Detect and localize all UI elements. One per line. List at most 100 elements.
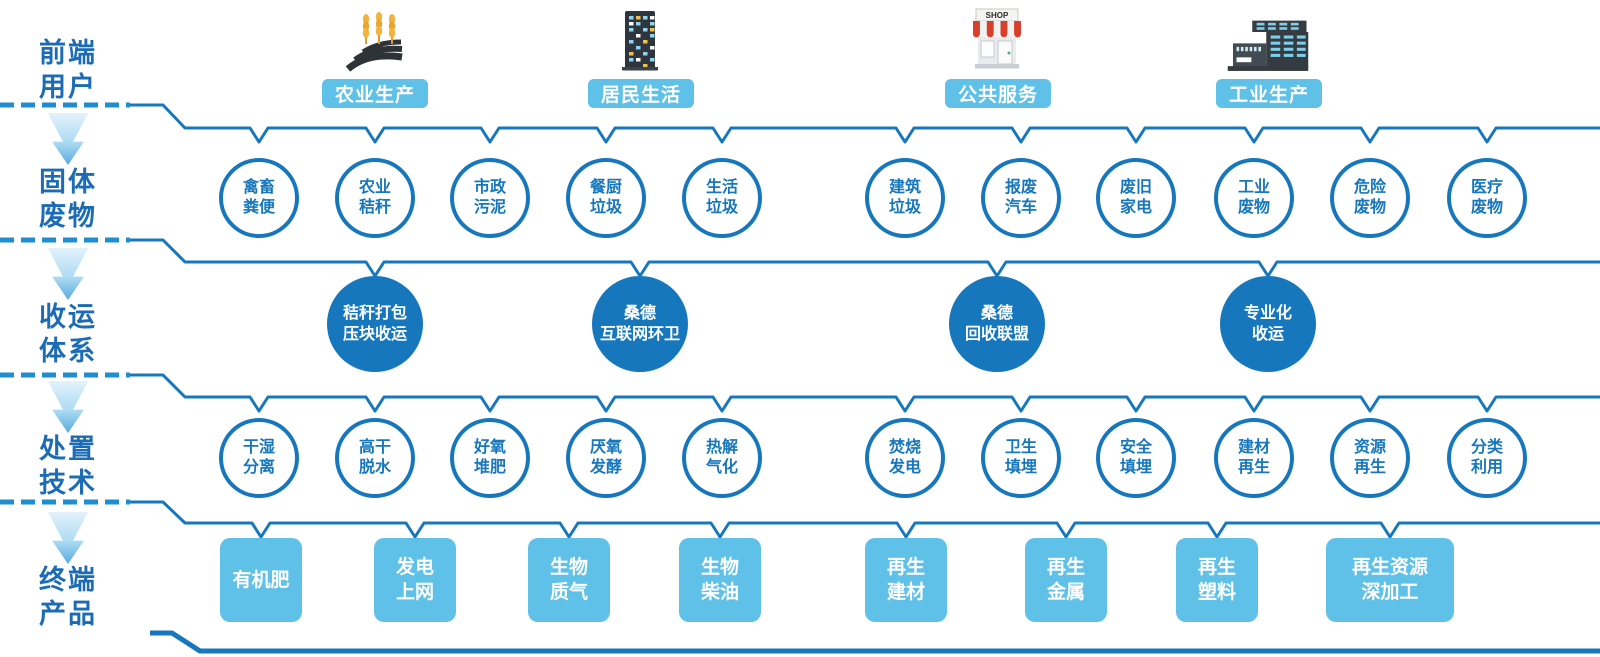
label-line: 干湿 (242, 439, 275, 456)
label-line: 发电 (395, 557, 434, 578)
header-industry: 工业生产 (1216, 79, 1322, 108)
notched-flow-lines (130, 103, 1600, 539)
label-line: 分类 (1470, 439, 1503, 456)
label-line: 农业 (358, 179, 391, 196)
label-line: 废物 (1470, 199, 1503, 216)
product-box-recycled-plastic: 再生塑料 (1176, 538, 1258, 622)
treatment-circle-anaerobic-digestion: 厌氧发酵 (566, 418, 646, 498)
header-label: 公共服务 (957, 85, 1038, 106)
treatment-circle-sorted-utilization: 分类利用 (1447, 418, 1527, 498)
label-line: 产品 (39, 599, 97, 629)
label-line: 柴油 (700, 582, 739, 603)
waste-circle-crop-straw: 农业秸秆 (335, 158, 415, 238)
product-box-organic-fertilizer: 有机肥 (220, 538, 302, 622)
label-line: 工业 (1237, 179, 1270, 196)
waste-circle-scrap-vehicles: 报废汽车 (981, 158, 1061, 238)
waste-circle-medical-waste: 医疗废物 (1447, 158, 1527, 238)
label-line: 废旧 (1119, 179, 1152, 196)
row-label-solid-waste: 固体废物 (16, 165, 120, 233)
label-line: 堆肥 (473, 459, 506, 476)
waste-circle-industrial-waste: 工业废物 (1214, 158, 1294, 238)
row-label-collection: 收运体系 (16, 300, 120, 368)
wheat-stalks (362, 12, 396, 44)
label-line: 餐厨 (589, 179, 622, 196)
label-line: 塑料 (1197, 582, 1236, 603)
label-line: 再生资源 (1351, 557, 1428, 578)
label-line: 填埋 (1119, 459, 1152, 476)
label-line: 建材 (886, 582, 925, 603)
waste-circle-livestock-manure: 禽畜粪便 (219, 158, 299, 238)
label-line: 再生 (1237, 459, 1270, 476)
waste-circle-construction-waste: 建筑垃圾 (865, 158, 945, 238)
label-line: 分离 (242, 459, 275, 476)
waste-circle-household-waste: 生活垃圾 (682, 158, 762, 238)
label-line: 垃圾 (888, 199, 921, 216)
label-line: 收运 (1251, 326, 1284, 343)
label-line: 建材 (1237, 439, 1270, 456)
label-line: 危险 (1353, 179, 1386, 196)
product-box-recycled-resource-processing: 再生资源深加工 (1326, 538, 1454, 622)
farm-icon (345, 12, 403, 72)
label-line: 厌氧 (589, 439, 622, 456)
collection-circle-specialized-collection: 专业化收运 (1220, 276, 1316, 372)
waste-circle-kitchen-waste: 餐厨垃圾 (566, 158, 646, 238)
shop-icon: SHOP (973, 8, 1021, 69)
label-line: 发电 (888, 459, 921, 476)
label-line: 气化 (705, 459, 738, 476)
flow-line-4 (130, 500, 1600, 539)
collection-circle-straw-baling: 秸秆打包压块收运 (327, 276, 423, 372)
label-line: 粪便 (242, 199, 275, 216)
flow-line-1 (130, 103, 1600, 144)
label-line: 市政 (473, 179, 506, 196)
bottom-base-line (150, 630, 1600, 654)
label-line: 安全 (1119, 439, 1152, 456)
header-label: 农业生产 (334, 85, 415, 106)
label-line: 再生 (1197, 557, 1236, 578)
label-line: 专业化 (1243, 305, 1292, 322)
treatment-circle-pyrolysis-gasification: 热解气化 (682, 418, 762, 498)
header-public-service: 公共服务 (945, 79, 1051, 108)
header-residents: 居民生活 (588, 79, 694, 108)
treatment-circle-secure-landfill: 安全填埋 (1096, 418, 1176, 498)
product-box-power-to-grid: 发电上网 (374, 538, 456, 622)
label-line: 禽畜 (242, 179, 275, 196)
flow-line-3 (130, 373, 1600, 413)
treatment-circle-sanitary-landfill: 卫生填埋 (981, 418, 1061, 498)
awning (973, 21, 1021, 38)
label-line: 脱水 (358, 459, 391, 476)
label-line: 深加工 (1361, 582, 1419, 603)
label-line: 废物 (1353, 199, 1386, 216)
treatment-circle-aerobic-composting: 好氧堆肥 (450, 418, 530, 498)
label-line: 填埋 (1004, 459, 1037, 476)
collection-circle-sander-internet-sanitation: 桑德互联网环卫 (592, 276, 688, 372)
row-label-end-products: 终端产品 (16, 563, 120, 631)
shop-sign-text: SHOP (986, 11, 1009, 20)
label-line: 秸秆打包 (342, 305, 407, 322)
treatment-circle-high-dry-dewatering: 高干脱水 (335, 418, 415, 498)
label-line: 发酵 (589, 459, 622, 476)
product-box-biomass-gas: 生物质气 (528, 538, 610, 622)
residential-building-icon (622, 11, 658, 71)
label-line: 利用 (1470, 459, 1503, 476)
label-line: 固体 (39, 167, 97, 197)
label-line: 再生 (1046, 557, 1085, 578)
label-line: 垃圾 (705, 199, 738, 216)
row-label-front-users: 前端用户 (16, 36, 120, 104)
header-label: 工业生产 (1228, 85, 1309, 106)
label-line: 生活 (705, 179, 738, 196)
label-line: 上网 (395, 582, 434, 603)
label-line: 体系 (39, 336, 97, 366)
label-line: 再生 (886, 557, 925, 578)
label-line: 高干 (358, 439, 391, 456)
label-line: 金属 (1046, 582, 1085, 603)
waste-circle-municipal-sludge: 市政污泥 (450, 158, 530, 238)
product-box-recycled-metal: 再生金属 (1025, 538, 1107, 622)
waste-circle-hazardous-waste: 危险废物 (1330, 158, 1410, 238)
treatment-circle-dry-wet-separation: 干湿分离 (219, 418, 299, 498)
flow-line-2 (130, 238, 1600, 278)
collection-circle-sander-recycling-alliance: 桑德回收联盟 (949, 276, 1045, 372)
label-line: 好氧 (473, 439, 506, 456)
label-line: 焚烧 (888, 439, 921, 456)
